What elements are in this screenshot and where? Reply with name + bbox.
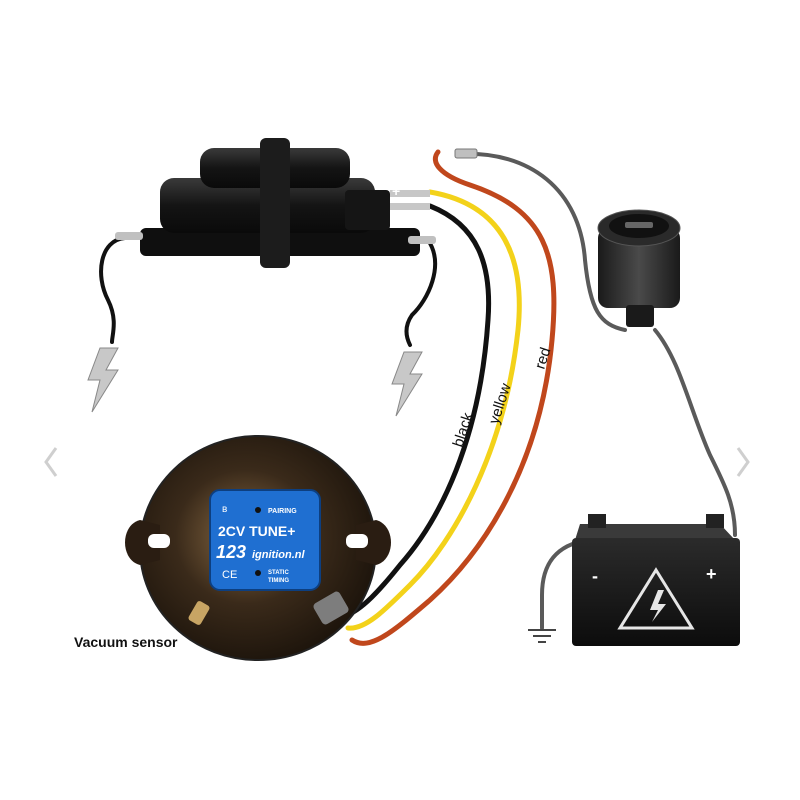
high-voltage-icon (650, 590, 666, 622)
red-wire-terminal (454, 148, 478, 159)
spark-icon (391, 351, 423, 417)
label-yellow: yellow (486, 381, 515, 426)
switch-wire (456, 151, 627, 332)
battery-feed-wire (653, 328, 737, 537)
module-model-label: 2CV TUNE+ (218, 523, 295, 539)
module-brand-number: 123 (216, 542, 246, 562)
coil-minus-sign: - (394, 204, 399, 220)
pairing-led (255, 507, 261, 513)
chevron-right-icon[interactable] (732, 444, 752, 480)
chevron-left-icon[interactable] (42, 444, 62, 480)
ignition-switch (597, 209, 681, 327)
red-wire (349, 149, 557, 646)
coil-plus-sign: + (392, 183, 400, 199)
module-brand-text: ignition.nl (252, 549, 305, 561)
right-spark-lead (404, 238, 438, 347)
bluetooth-icon: ʙ (222, 504, 227, 515)
black-wire (342, 203, 492, 619)
battery-plus-sign: + (706, 564, 717, 584)
battery-minus-sign: - (592, 566, 598, 586)
module-static-label: STATIC (268, 570, 289, 576)
ignition-coil: + - (115, 138, 436, 268)
ignition-module: ʙ PAIRING 2CV TUNE+ 123 ignition.nl CE S… (209, 489, 321, 591)
spark-icon (87, 347, 119, 413)
static-timing-led (255, 570, 261, 576)
battery: - + (572, 514, 740, 646)
vacuum-sensor-label: Vacuum sensor (74, 634, 178, 650)
module-timing-label: TIMING (268, 578, 289, 584)
module-pairing-label: PAIRING (268, 508, 297, 515)
module-ce-mark: CE (222, 569, 237, 581)
warning-icon (617, 567, 695, 630)
left-spark-lead (99, 236, 127, 344)
ground-symbol-icon (528, 629, 556, 643)
label-black: black (450, 410, 477, 449)
yellow-wire (345, 189, 522, 631)
label-red: red (532, 345, 555, 371)
